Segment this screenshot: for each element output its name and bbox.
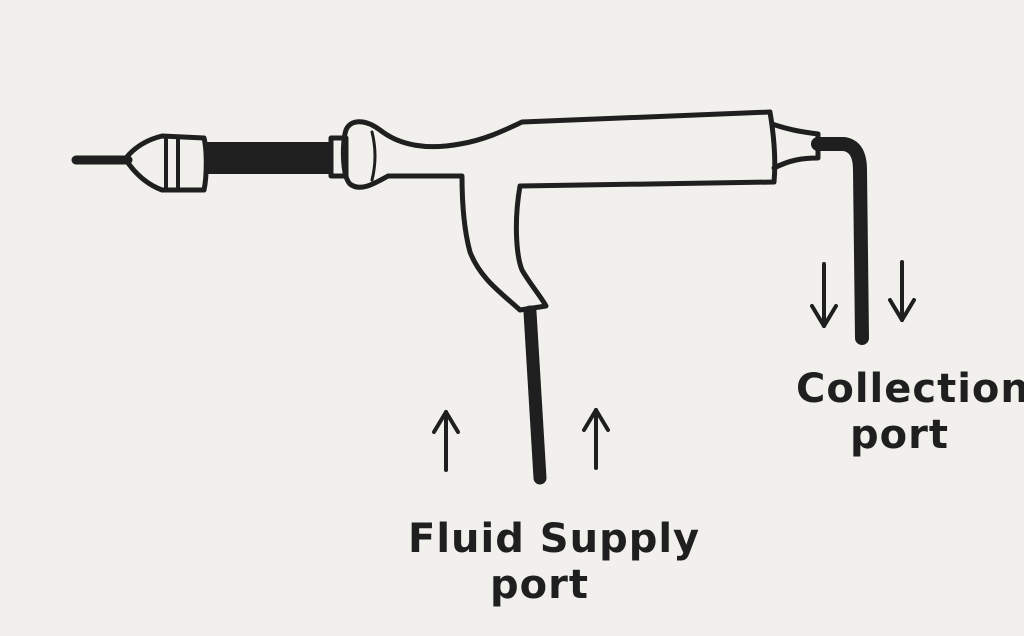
fluid-supply-arrow-right xyxy=(582,408,610,470)
collection-arrow-right xyxy=(888,260,916,322)
collection-label-line2: port xyxy=(850,412,949,458)
dark-shaft xyxy=(206,142,330,174)
fluid-supply-tube xyxy=(523,305,547,485)
collection-tube xyxy=(811,137,869,345)
collection-label-line1: Collection xyxy=(796,366,1024,412)
fluid-supply-label-line1: Fluid Supply xyxy=(408,516,700,562)
grip-seam xyxy=(370,130,377,182)
fluid-supply-label-line2: port xyxy=(490,562,589,608)
handle-body xyxy=(340,109,778,313)
fluid-supply-arrow-left xyxy=(432,410,460,472)
collection-arrow-left xyxy=(810,262,838,328)
